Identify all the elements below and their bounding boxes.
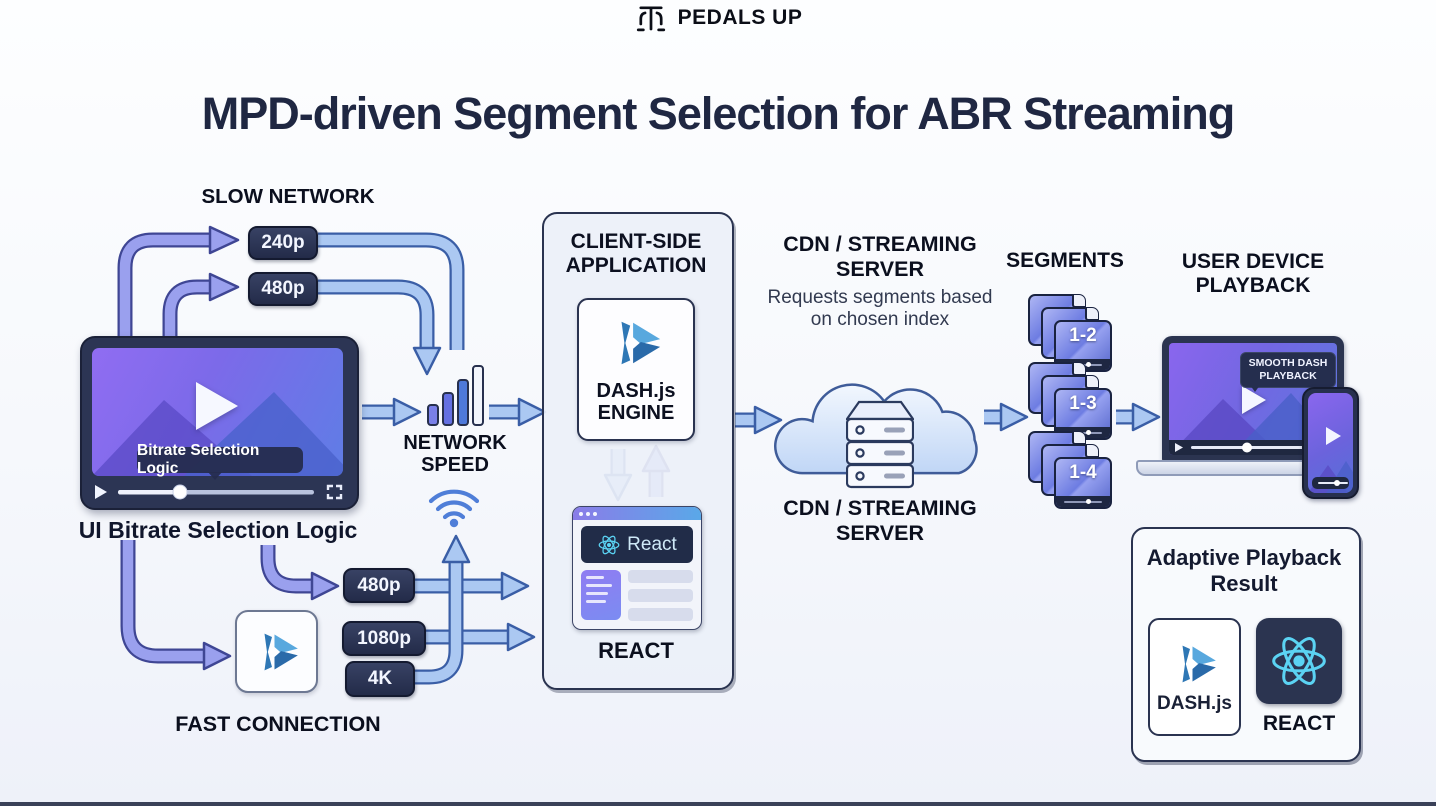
react-caption: REACT: [598, 638, 674, 663]
arrow-480p-fast-right: [415, 571, 530, 601]
arrow-segments-to-device: [1116, 402, 1161, 432]
window-titlebar: [573, 507, 701, 520]
segment-stack-2: 1-3: [1028, 362, 1112, 440]
react-banner: React: [581, 526, 693, 563]
badge-480p-fast: 480p: [343, 568, 415, 603]
sidebar-line: [586, 576, 604, 579]
phone-progress-bar[interactable]: [1312, 477, 1349, 489]
smooth-dash-badge: SMOOTH DASH PLAYBACK: [1240, 352, 1336, 388]
segments-heading: SEGMENTS: [1006, 249, 1124, 272]
badge-480p-slow: 480p: [248, 272, 318, 306]
segment-tile-front: 1-4: [1054, 457, 1112, 509]
player-controls[interactable]: [90, 482, 346, 502]
sidebar-line: [586, 600, 606, 603]
play-icon[interactable]: [196, 382, 238, 430]
segment-dot: [1085, 499, 1091, 504]
player-caption: UI Bitrate Selection Logic: [78, 517, 358, 543]
bottom-edge-line: [0, 802, 1436, 806]
wifi-icon: [428, 489, 480, 528]
bitrate-tooltip: Bitrate Selection Logic: [137, 442, 303, 477]
badge-240p: 240p: [248, 226, 318, 260]
react-banner-label: React: [627, 533, 677, 555]
dashjs-logo: [621, 321, 661, 365]
progress-played: [118, 490, 180, 495]
window-dot[interactable]: [593, 511, 597, 516]
dashjs-engine-card: DASH.js ENGINE: [577, 298, 695, 441]
fast-dashjs-card: [235, 610, 318, 693]
badge-1080p: 1080p: [342, 621, 426, 656]
cdn-caption: CDN / STREAMING SERVER: [783, 496, 977, 545]
arrow-player-to-240p: [117, 225, 240, 430]
laptop-play-icon[interactable]: [1175, 443, 1183, 452]
laptop-controls[interactable]: [1169, 440, 1337, 455]
slow-network-heading: SLOW NETWORK: [201, 185, 375, 208]
engine-label: DASH.js ENGINE: [596, 380, 676, 424]
react-logo-icon: [1272, 637, 1326, 685]
arrow-networkspeed-to-client: [489, 397, 547, 427]
arrow-client-to-cdn: [735, 405, 783, 435]
segment-stack-1: 1-2: [1028, 294, 1112, 372]
tooltip-tail: [208, 472, 222, 480]
pedals-up-bicycle-icon: [636, 6, 665, 32]
arrow-4k-up-to-network: [413, 534, 471, 685]
phone: [1302, 387, 1359, 499]
dashjs-logo: [264, 633, 298, 670]
adaptive-result-heading: Adaptive Playback Result: [1146, 545, 1342, 597]
dashjs-logo: [1182, 645, 1216, 683]
window-sidebar: [581, 570, 621, 620]
content-row: [628, 608, 693, 621]
segment-label: 1-2: [1069, 325, 1097, 346]
result-react-tile: [1256, 618, 1342, 704]
fast-connection-heading: FAST CONNECTION: [175, 712, 381, 736]
segment-dot: [1085, 362, 1091, 367]
laptop-progress[interactable]: [1191, 446, 1321, 449]
arrow-player-to-dash-card: [120, 540, 232, 671]
window-dot[interactable]: [579, 511, 583, 516]
arrow-player-to-480p-fast: [260, 545, 340, 601]
cdn-heading: CDN / STREAMING SERVER: [783, 232, 977, 281]
phone-play-icon[interactable]: [1326, 427, 1341, 445]
sidebar-line: [586, 584, 612, 587]
arrow-cdn-to-segments: [984, 402, 1029, 432]
result-react-label: REACT: [1262, 712, 1336, 735]
progress-knob[interactable]: [172, 484, 188, 500]
dashjs-label: DASH.js: [1157, 693, 1232, 714]
react-logo-icon: [598, 535, 620, 554]
arrow-player-to-480p: [162, 272, 240, 430]
content-row: [628, 589, 693, 602]
server-rack-icon: [846, 400, 914, 489]
cdn-subtitle: Requests segments based on chosen index: [767, 287, 993, 331]
signal-bars-icon: [427, 365, 484, 426]
segment-progress: [1056, 496, 1110, 507]
network-speed-label: NETWORK SPEED: [403, 432, 507, 476]
user-device-heading: USER DEVICE PLAYBACK: [1181, 250, 1325, 298]
segment-label: 1-4: [1069, 462, 1097, 483]
segment-label: 1-3: [1069, 393, 1097, 414]
fullscreen-icon[interactable]: [326, 484, 343, 500]
react-browser-window: React: [572, 506, 702, 630]
player-play-icon[interactable]: [95, 485, 107, 499]
brand: PEDALS UP: [0, 0, 1436, 36]
phone-screen: [1308, 393, 1353, 493]
result-dashjs-card: DASH.js: [1148, 618, 1241, 736]
arrow-480p-to-network: [318, 279, 442, 376]
client-heading: CLIENT-SIDE APPLICATION: [565, 230, 707, 278]
window-content: [628, 570, 693, 621]
page-title: MPD-driven Segment Selection for ABR Str…: [201, 88, 1236, 139]
laptop-control-bar: [1169, 440, 1337, 455]
window-body: [581, 570, 693, 621]
arrow-240p-to-network: [318, 232, 465, 350]
segment-dot: [1085, 430, 1091, 435]
window-dot[interactable]: [586, 511, 590, 516]
sidebar-line: [586, 592, 608, 595]
arrow-1080p-right: [425, 622, 536, 652]
content-row: [628, 570, 693, 583]
smooth-dash-badge-tail: [1250, 385, 1260, 392]
arrow-player-to-networkspeed: [362, 397, 422, 427]
brand-name: PEDALS UP: [677, 6, 803, 29]
badge-4k: 4K: [345, 661, 415, 697]
segment-stack-3: 1-4: [1028, 431, 1112, 509]
laptop-knob[interactable]: [1242, 442, 1252, 453]
